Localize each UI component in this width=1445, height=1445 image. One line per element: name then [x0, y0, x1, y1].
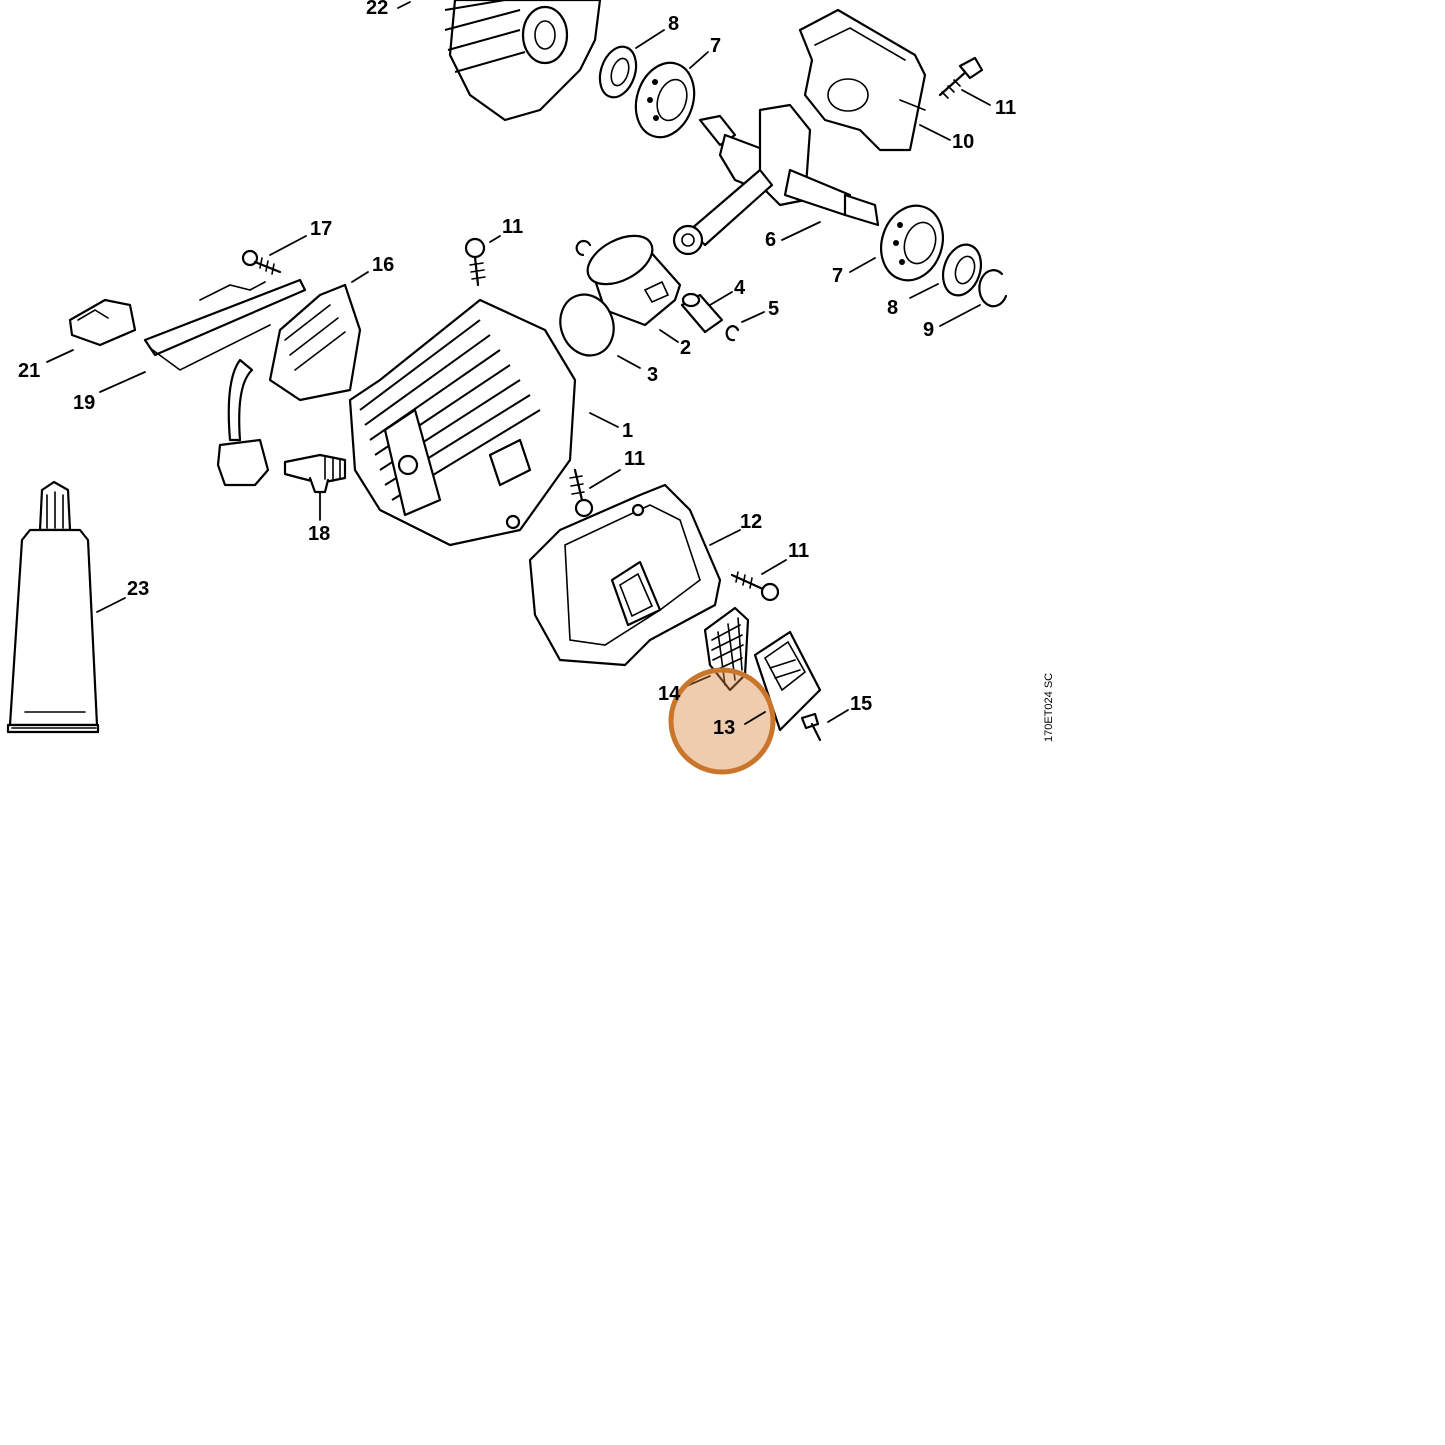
screw-part-11-upper	[938, 56, 984, 99]
callout-11-right[interactable]: 11	[788, 540, 809, 562]
screw-part-11-right	[730, 571, 780, 602]
callout-19[interactable]: 19	[73, 392, 95, 414]
callout-18[interactable]: 18	[308, 523, 330, 545]
tube-part-23	[6, 480, 100, 734]
callout-23[interactable]: 23	[127, 578, 149, 600]
screw-part-11-middle	[569, 468, 594, 518]
cylinder-part-1	[348, 298, 577, 547]
muffler-part-12	[528, 483, 722, 667]
ball-bearing-part-7-lower	[880, 204, 944, 282]
piston-pin-part-4	[680, 292, 724, 334]
small-clip-icon	[575, 239, 592, 257]
callout-11-middle[interactable]: 11	[624, 448, 645, 470]
leader-line-13	[744, 711, 766, 725]
leader-lines	[46, 1, 991, 723]
callout-8-lower[interactable]: 8	[887, 297, 898, 319]
screw-part-11-top	[464, 237, 486, 287]
piston-ring-part-3	[559, 293, 615, 357]
callout-16[interactable]: 16	[372, 254, 394, 276]
callout-4[interactable]: 4	[734, 277, 746, 299]
ball-bearing-part-7-upper	[634, 61, 696, 139]
callout-22[interactable]: 22	[366, 0, 388, 19]
callout-3[interactable]: 3	[647, 364, 658, 386]
circlip-part-9	[978, 269, 1008, 308]
ignition-module-part-16	[216, 283, 362, 487]
callout-6[interactable]: 6	[765, 229, 776, 251]
callout-2[interactable]: 2	[680, 337, 691, 359]
crankcase-half-part-10	[798, 8, 927, 152]
crankshaft-part-6	[672, 103, 880, 256]
oil-seal-part-8-lower	[941, 243, 983, 297]
callout-17[interactable]: 17	[310, 218, 332, 240]
callout-8-upper[interactable]: 8	[668, 13, 679, 35]
screw-part-17	[241, 249, 282, 275]
callout-21[interactable]: 21	[18, 360, 40, 382]
callout-11-upper-right[interactable]: 11	[995, 97, 1016, 119]
callout-7-lower[interactable]: 7	[832, 265, 843, 287]
callout-1[interactable]: 1	[622, 420, 633, 442]
callout-14[interactable]: 14	[658, 683, 681, 705]
drawing-code: 170ET024 SC	[1043, 673, 1055, 742]
callout-7-upper[interactable]: 7	[710, 35, 721, 57]
callout-labels: 22 8 7 11 10 11 17 16 6 7 4 5 2 3 8 9 21…	[18, 0, 1016, 739]
spark-plug-part-18	[283, 453, 347, 494]
callout-15[interactable]: 15	[850, 693, 872, 715]
switch-part-21	[68, 298, 137, 347]
crankcase-part-22	[444, 0, 602, 122]
part-13-highlight-circle[interactable]	[668, 667, 776, 775]
screw-part-15	[800, 712, 822, 742]
wire-harness-part-19	[143, 278, 307, 371]
piston-part-2	[586, 234, 682, 327]
callout-12[interactable]: 12	[740, 511, 762, 533]
oil-seal-part-8-upper	[598, 45, 638, 99]
callout-11-top[interactable]: 11	[502, 216, 523, 238]
callout-10[interactable]: 10	[952, 131, 974, 153]
callout-13[interactable]: 13	[713, 717, 735, 739]
callout-5[interactable]: 5	[768, 298, 779, 320]
snap-ring-part-5	[725, 325, 740, 342]
callout-9[interactable]: 9	[923, 319, 934, 341]
